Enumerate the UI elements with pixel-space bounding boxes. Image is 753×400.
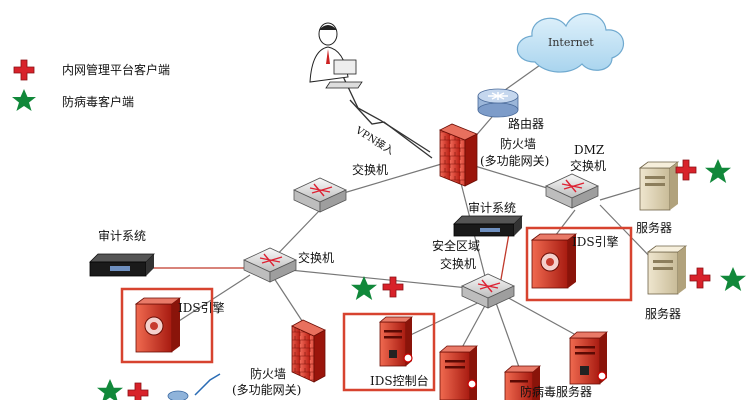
switch-top-label: 交换机: [352, 162, 388, 177]
ids-console-label: IDS控制台: [370, 373, 429, 388]
dmz-label: DMZ: [574, 143, 604, 157]
audit-device-left-icon: [89, 253, 155, 277]
antivirus-server-label: 防病毒服务器: [520, 384, 592, 399]
link-security-console: [399, 297, 489, 341]
internet-cloud-icon: Internet: [516, 13, 624, 73]
firewall-bottom-icon: [291, 319, 326, 383]
legend-label-management-client: 内网管理平台客户端: [62, 62, 170, 77]
switch-security-icon: [461, 273, 515, 309]
green-star-icon: [720, 267, 746, 291]
ids-right-label: IDS引擎: [572, 234, 619, 249]
firewall-top-label: 防火墙: [500, 136, 536, 151]
legend-label-antivirus-client: 防病毒客户端: [62, 94, 134, 109]
red-cross-icon: [13, 59, 35, 81]
green-star-icon: [12, 89, 36, 111]
red-cross-icon: [127, 382, 149, 400]
link-security-server-b: [494, 299, 521, 371]
dmz-switch-label: 交换机: [570, 158, 606, 173]
link-security-antivirus: [504, 295, 586, 341]
ids-engine-right-icon: [530, 233, 578, 289]
antivirus-server-icon: [568, 331, 609, 385]
audit-left-label: 审计系统: [98, 228, 146, 243]
internet-label: Internet: [548, 36, 594, 49]
green-star-icon: [705, 159, 731, 183]
ids-console-icon: [378, 316, 414, 367]
switch-top-icon: [293, 177, 347, 213]
vpn-label: VPN接入: [353, 123, 397, 157]
green-star-icon: [351, 276, 377, 300]
switch-mid-icon: [243, 247, 297, 283]
link-vpn-zigzag: [339, 69, 431, 153]
ids-right-highlight: [525, 226, 633, 302]
ids-engine-left-icon: [134, 297, 182, 353]
server1-label: 服务器: [636, 220, 672, 235]
link-dmz-server2: [599, 204, 656, 263]
firewall-top-sublabel: (多功能网关): [480, 154, 549, 168]
green-star-icon: [97, 379, 123, 400]
audit-right-label: 审计系统: [468, 200, 516, 215]
audit-device-right-icon: [453, 215, 523, 237]
switch-dmz-icon: [545, 173, 599, 209]
switch-mid-label: 交换机: [298, 250, 334, 265]
red-cross-icon: [689, 267, 711, 289]
security-server-a-icon: [438, 345, 479, 400]
security-zone-switch-label: 交换机: [440, 256, 476, 271]
legend: 内网管理平台客户端 防病毒客户端: [12, 59, 170, 111]
router-label: 路由器: [508, 116, 544, 131]
red-cross-icon: [675, 159, 697, 181]
firewall-bottom-label: 防火墙: [250, 366, 286, 381]
firewall-bottom-sublabel: (多功能网关): [232, 383, 301, 397]
firewall-top-icon: [439, 123, 478, 187]
router-icon: [477, 88, 519, 118]
link-vpn-zigzag-2: [349, 99, 433, 159]
ids-console-highlight: [342, 312, 436, 392]
server2-label: 服务器: [645, 306, 681, 321]
link-bottom-left: [194, 373, 221, 396]
link-audit-right: [499, 227, 511, 286]
vpn-user-icon: [309, 22, 363, 89]
security-zone-label: 安全区域: [432, 238, 480, 253]
link-switch-mid-security: [269, 267, 489, 291]
red-cross-icon: [382, 276, 404, 298]
ids-left-highlight: [120, 287, 214, 364]
server1-icon: [638, 161, 680, 211]
client-pc-icon: [167, 390, 189, 400]
ids-left-label: IDS引擎: [178, 300, 225, 315]
server2-icon: [646, 245, 688, 295]
security-server-b-icon: [503, 365, 542, 400]
